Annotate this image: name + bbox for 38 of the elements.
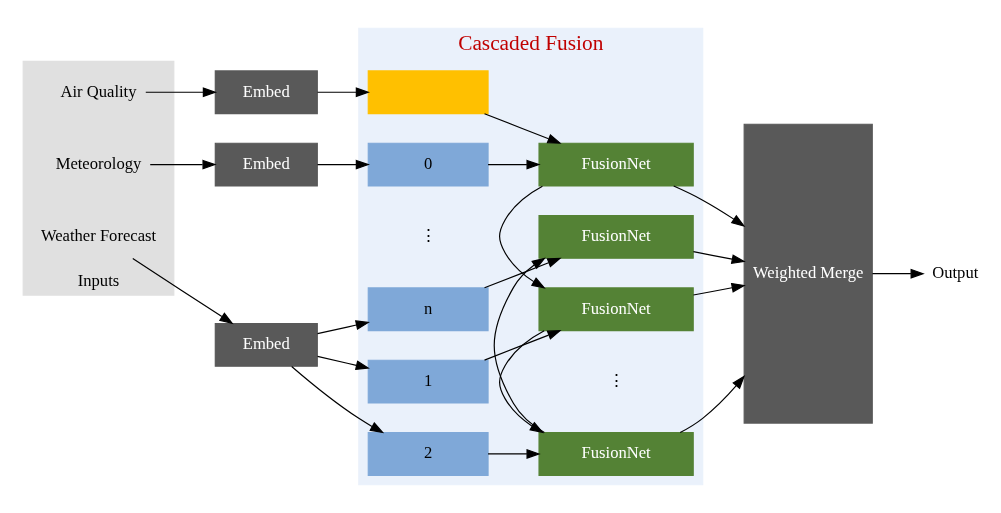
arrow <box>499 185 546 289</box>
arrow <box>316 159 370 170</box>
arrow <box>316 320 370 335</box>
arrow <box>316 355 370 371</box>
node-box: 2 <box>367 432 489 476</box>
arrow <box>692 251 746 265</box>
arrow <box>132 257 234 325</box>
label: ⋮ <box>419 226 437 246</box>
arrow <box>291 365 385 434</box>
arrow <box>871 268 925 279</box>
node-box <box>367 70 489 115</box>
node-text: Weather Forecast <box>40 226 157 246</box>
node-box: FusionNet <box>538 215 694 259</box>
label: ⋮ <box>607 370 625 390</box>
node-box: 0 <box>367 142 489 187</box>
arrow <box>483 257 562 289</box>
node-box: FusionNet <box>538 142 694 187</box>
arrow <box>483 113 562 144</box>
arrow <box>487 159 541 170</box>
node-text: Air Quality <box>60 81 137 101</box>
arrow <box>487 448 541 459</box>
node-box: 1 <box>367 359 489 404</box>
node-box: Embed <box>214 142 318 187</box>
arrow <box>673 185 746 227</box>
node-box: Embed <box>214 70 318 115</box>
arrow <box>692 282 746 296</box>
node-text: Output <box>932 263 979 283</box>
arrow <box>149 159 217 170</box>
node-box: n <box>367 287 489 332</box>
node-box: FusionNet <box>538 287 694 332</box>
arrow <box>679 375 746 434</box>
arrow <box>145 87 218 98</box>
node-box: FusionNet <box>538 432 694 476</box>
arrow <box>316 87 370 98</box>
arrow <box>483 330 562 361</box>
node-box: Embed <box>214 322 318 367</box>
node-box: Weighted Merge <box>743 123 873 424</box>
node-text: Meteorology <box>55 153 142 173</box>
